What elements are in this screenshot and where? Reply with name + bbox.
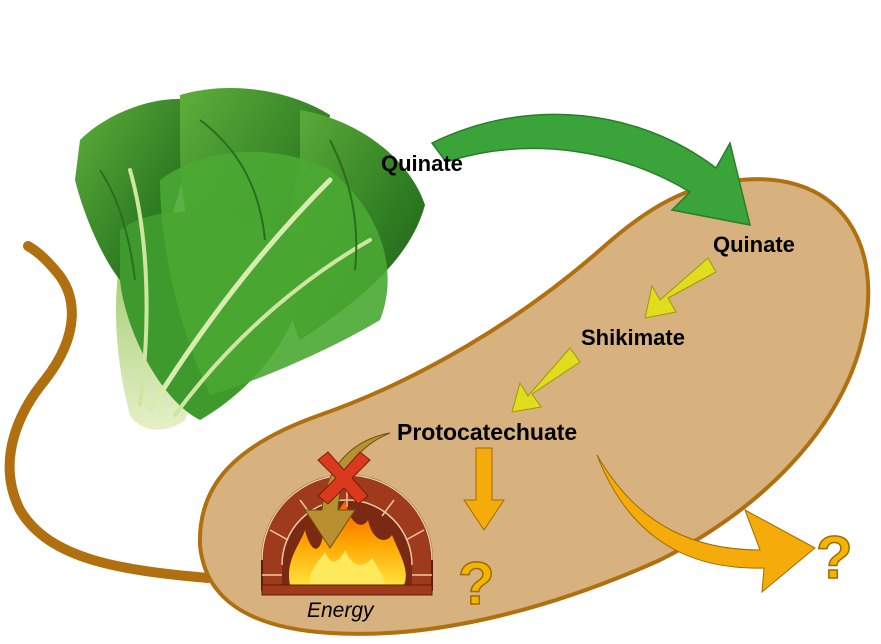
protocatechuate-label: Protocatechuate [397, 419, 577, 445]
flagellum [4, 241, 213, 583]
red-x-icon [317, 451, 371, 505]
shikimate-to-protocatechuate-arrow [511, 347, 581, 413]
quinate-outside-label: Quinate [381, 151, 463, 176]
quinate-inside-label: Quinate [713, 232, 795, 257]
unknown-fate-1-mark: ? [458, 550, 495, 617]
shikimate-label: Shikimate [581, 325, 685, 350]
uptake-arrow [430, 113, 752, 226]
protocatechuate-down-arrow [463, 447, 505, 531]
romaine-lettuce-icon [75, 87, 425, 430]
protocatechuate-right-arrow [596, 454, 816, 594]
energy-arrow [304, 432, 391, 549]
energy-label: Energy [307, 599, 375, 622]
quinate-to-shikimate-arrow [644, 257, 717, 319]
unknown-fate-2-mark: ? [816, 524, 853, 591]
